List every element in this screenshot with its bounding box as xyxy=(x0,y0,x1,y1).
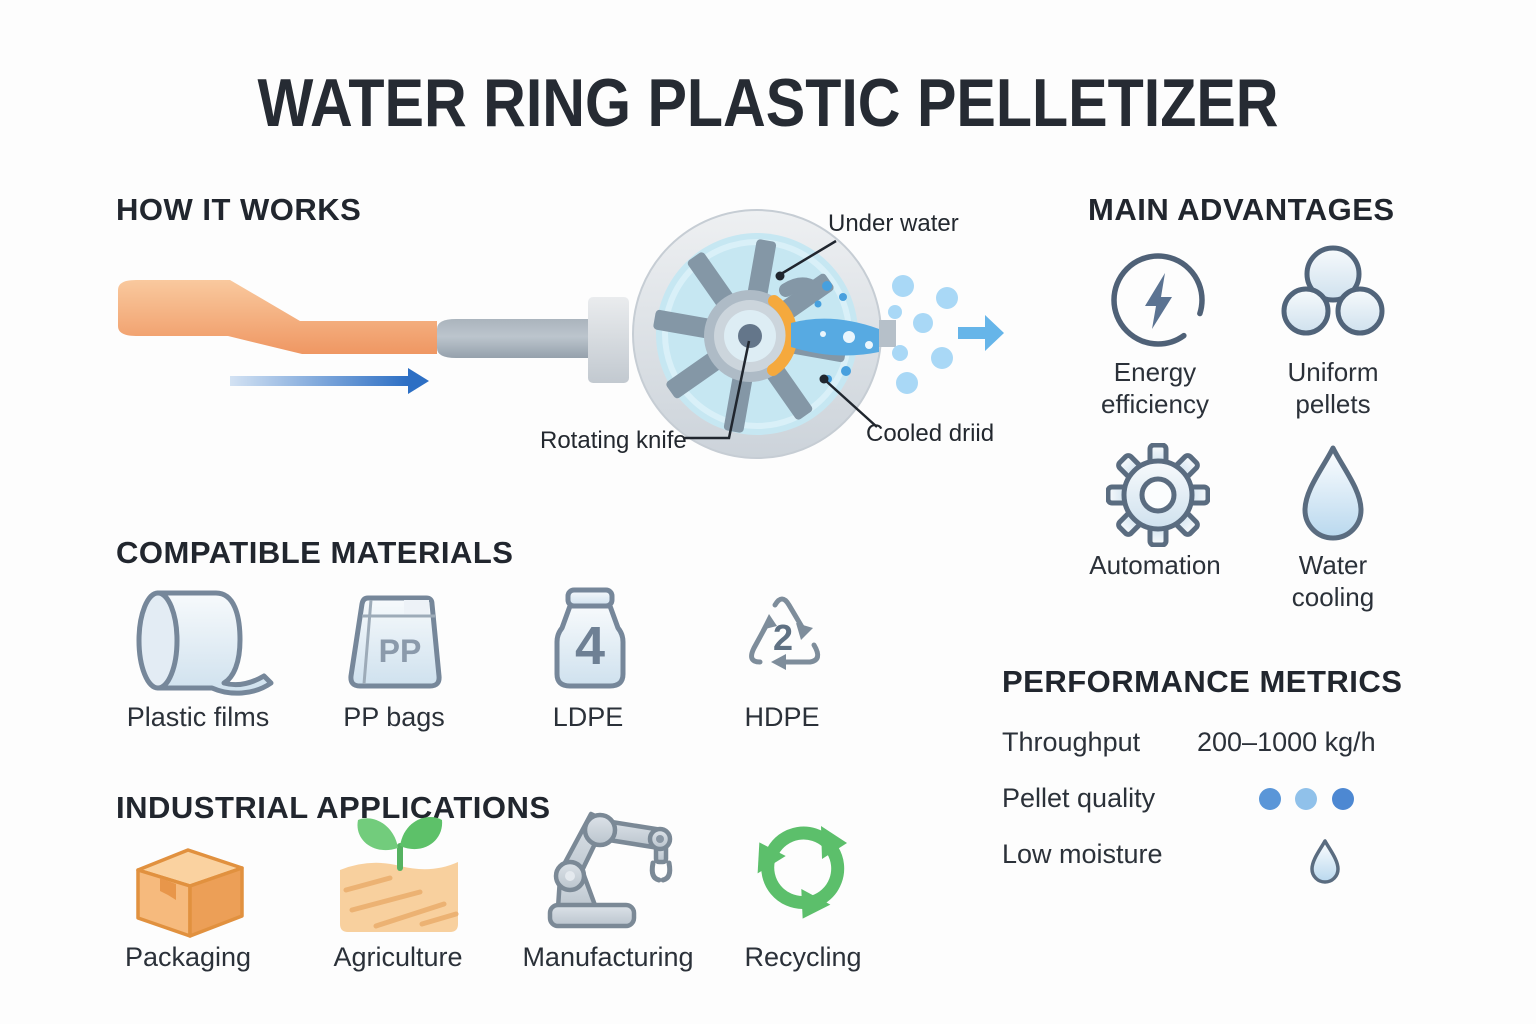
advantage-label-automation: Automation xyxy=(1089,550,1221,580)
callout-lines xyxy=(683,239,878,440)
heading-main-advantages: MAIN ADVANTAGES xyxy=(1088,192,1395,227)
callout-rotating-knife: Rotating knife xyxy=(540,427,687,454)
application-label-agriculture: Agriculture xyxy=(333,942,463,972)
heading-compatible-materials: COMPATIBLE MATERIALS xyxy=(116,535,514,570)
metric-label-low-moisture: Low moisture xyxy=(1002,839,1163,869)
recycling-code-icon: 2 xyxy=(749,596,821,670)
metric-label-throughput: Throughput xyxy=(1002,727,1141,757)
robot-arm-icon xyxy=(547,811,673,929)
bag-badge-text: PP xyxy=(379,633,422,669)
gear-icon xyxy=(1106,443,1210,547)
robot-joint-dot xyxy=(565,871,575,881)
heading-how-it-works: HOW IT WORKS xyxy=(116,192,362,227)
water-drop-icon xyxy=(1302,445,1364,541)
recycle-icon xyxy=(757,826,847,919)
box-icon xyxy=(136,848,244,938)
callout-cooled-dried: Cooled driid xyxy=(866,420,995,447)
callout-dot-under-water xyxy=(775,271,785,281)
material-label-films: Plastic films xyxy=(126,702,270,732)
metric-label-pellet-quality: Pellet quality xyxy=(1002,783,1156,813)
output-arrow-icon xyxy=(958,315,1004,351)
material-label-pp-bags: PP bags xyxy=(343,702,445,732)
flange xyxy=(588,297,629,383)
robot-elbow-dot xyxy=(656,835,664,843)
film-roll-icon xyxy=(136,590,274,696)
knife-hub xyxy=(704,290,796,382)
pellet-quality-dot-2 xyxy=(1295,788,1317,810)
box-tape-flap xyxy=(160,878,176,900)
jug-badge-text: 4 xyxy=(575,616,605,676)
small-water-drop-icon xyxy=(1310,839,1340,884)
pellet-spray xyxy=(888,275,958,394)
pelletizer-diagram xyxy=(118,209,1004,459)
flow-arrow-icon xyxy=(230,368,429,394)
pellet-quality-dot-3 xyxy=(1332,788,1354,810)
triangle-badge-text: 2 xyxy=(773,617,793,658)
application-label-manufacturing: Manufacturing xyxy=(522,942,694,972)
callout-dot-cooled xyxy=(819,374,829,384)
callout-under-water: Under water xyxy=(828,210,959,237)
heading-industrial-applications: INDUSTRIAL APPLICATIONS xyxy=(116,790,551,825)
jug-icon: 4 xyxy=(554,587,626,689)
pellet-quality-dot-1 xyxy=(1259,788,1281,810)
pellets-icon xyxy=(1281,245,1385,336)
feed-pipe xyxy=(437,319,592,358)
advantage-label-pellets: Uniform pellets xyxy=(1287,357,1379,419)
metric-value-throughput: 200–1000 kg/h xyxy=(1197,727,1376,757)
outlet-stub xyxy=(879,320,896,347)
sprout-icon xyxy=(340,817,459,932)
advantage-label-energy: Energy efficiency xyxy=(1101,357,1209,419)
bag-icon: PP xyxy=(348,595,442,689)
bag-fold xyxy=(404,600,429,614)
advantage-label-water-cooling: Water cooling xyxy=(1291,550,1375,612)
extruder-barrel xyxy=(118,280,437,354)
heading-performance-metrics: PERFORMANCE METRICS xyxy=(1002,664,1403,699)
application-label-recycling: Recycling xyxy=(744,942,862,972)
page-title: WATER RING PLASTIC PELLETIZER xyxy=(257,65,1279,141)
material-label-hdpe: HDPE xyxy=(744,702,820,732)
lightning-circle-icon xyxy=(1111,253,1205,347)
material-label-ldpe: LDPE xyxy=(552,702,624,732)
application-label-packaging: Packaging xyxy=(124,942,252,972)
